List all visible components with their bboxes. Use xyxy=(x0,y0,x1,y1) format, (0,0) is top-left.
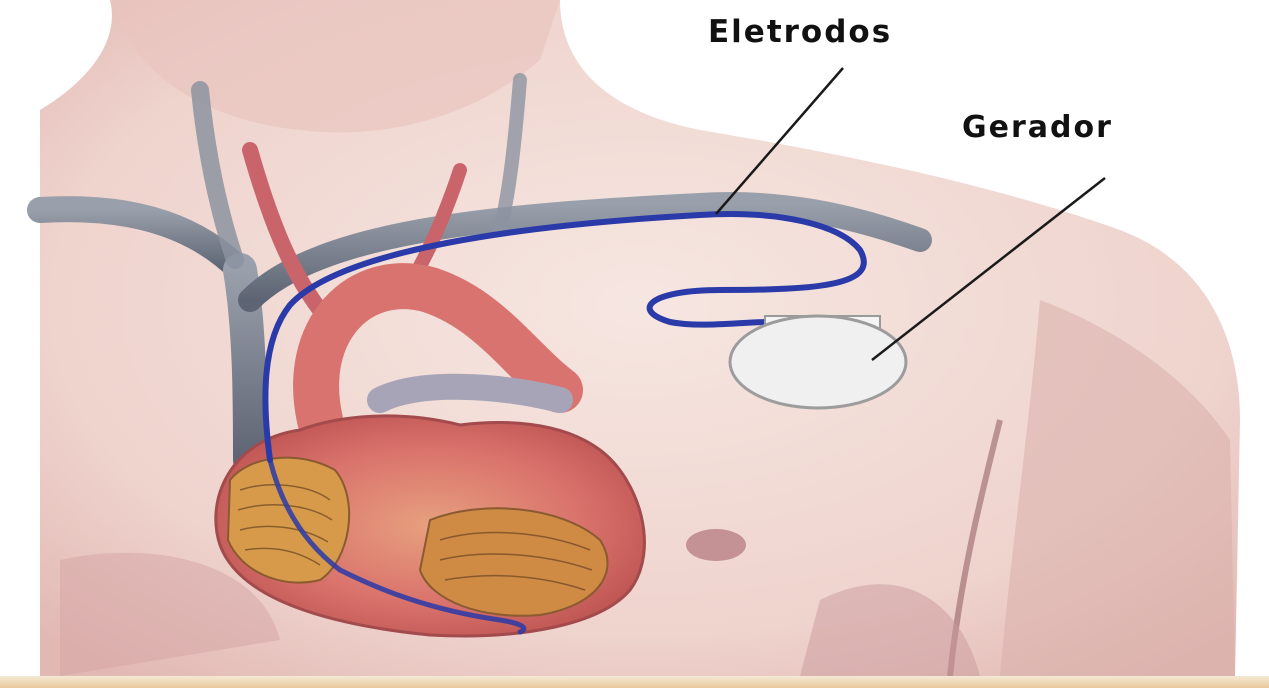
generator-device xyxy=(730,316,906,408)
pulmonary-artery xyxy=(380,387,560,400)
bottom-border xyxy=(0,676,1269,688)
nipple xyxy=(686,529,746,561)
electrodes-label: Eletrodos xyxy=(708,14,892,50)
generator-label: Gerador xyxy=(962,110,1113,145)
